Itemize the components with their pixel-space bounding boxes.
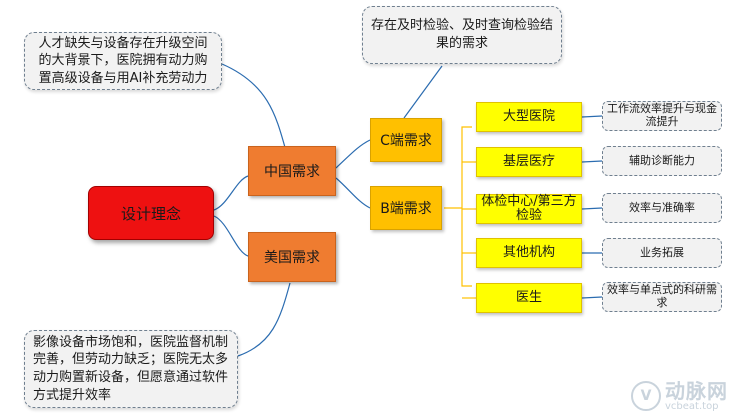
link-root-usa <box>213 215 249 257</box>
link-l3-l4-2 <box>581 160 603 163</box>
link-china-c <box>335 139 371 169</box>
node-china-demand: 中国需求 <box>248 146 336 196</box>
node-doctor: 医生 <box>476 283 582 313</box>
node-b-end-demand: B端需求 <box>370 186 442 230</box>
need-other-institutions: 业务拓展 <box>602 238 722 268</box>
link-usa-note <box>237 282 291 357</box>
note-usa: 影像设备市场饱和，医院监督机制完善，但劳动力缺乏；医院无太多动力购置新设备，但愿… <box>24 330 238 408</box>
note-china: 人才缺失与设备存在升级空间的大背景下，医院拥有动力购置高级设备与用AI补充劳动力 <box>24 32 222 90</box>
need-primary-care: 辅助诊断能力 <box>602 146 722 176</box>
need-health-check-center: 效率与准确率 <box>602 193 722 223</box>
link-china-b <box>335 177 371 209</box>
need-doctor: 效率与单点式的科研需求 <box>602 282 722 312</box>
watermark-cn: 动脉网 <box>665 378 728 403</box>
node-primary-care: 基层医疗 <box>476 147 582 177</box>
root-node-design-concept: 设计理念 <box>88 186 214 240</box>
watermark-logo: V 动脉网 vcbeat.top <box>631 378 728 413</box>
link-china-note <box>221 63 287 152</box>
link-l3-l4-1 <box>581 115 603 118</box>
b-bracket <box>461 126 472 287</box>
node-usa-demand: 美国需求 <box>248 232 336 282</box>
node-other-institutions: 其他机构 <box>476 238 582 268</box>
link-root-china <box>213 175 249 211</box>
link-c-note <box>403 65 443 119</box>
node-c-end-demand: C端需求 <box>370 118 442 162</box>
note-c-end: 存在及时检验、及时查询检验结果的需求 <box>362 6 562 64</box>
link-l3-l4-5 <box>581 296 603 299</box>
vcbeat-logo-icon: V <box>631 381 661 412</box>
watermark-en: vcbeat.top <box>665 400 719 412</box>
node-health-check-center: 体检中心/第三方检验 <box>476 194 582 224</box>
node-large-hospital: 大型医院 <box>476 102 582 132</box>
link-l3-l4-3 <box>581 207 603 210</box>
need-large-hospital: 工作流效率提升与现金流提升 <box>602 101 722 131</box>
